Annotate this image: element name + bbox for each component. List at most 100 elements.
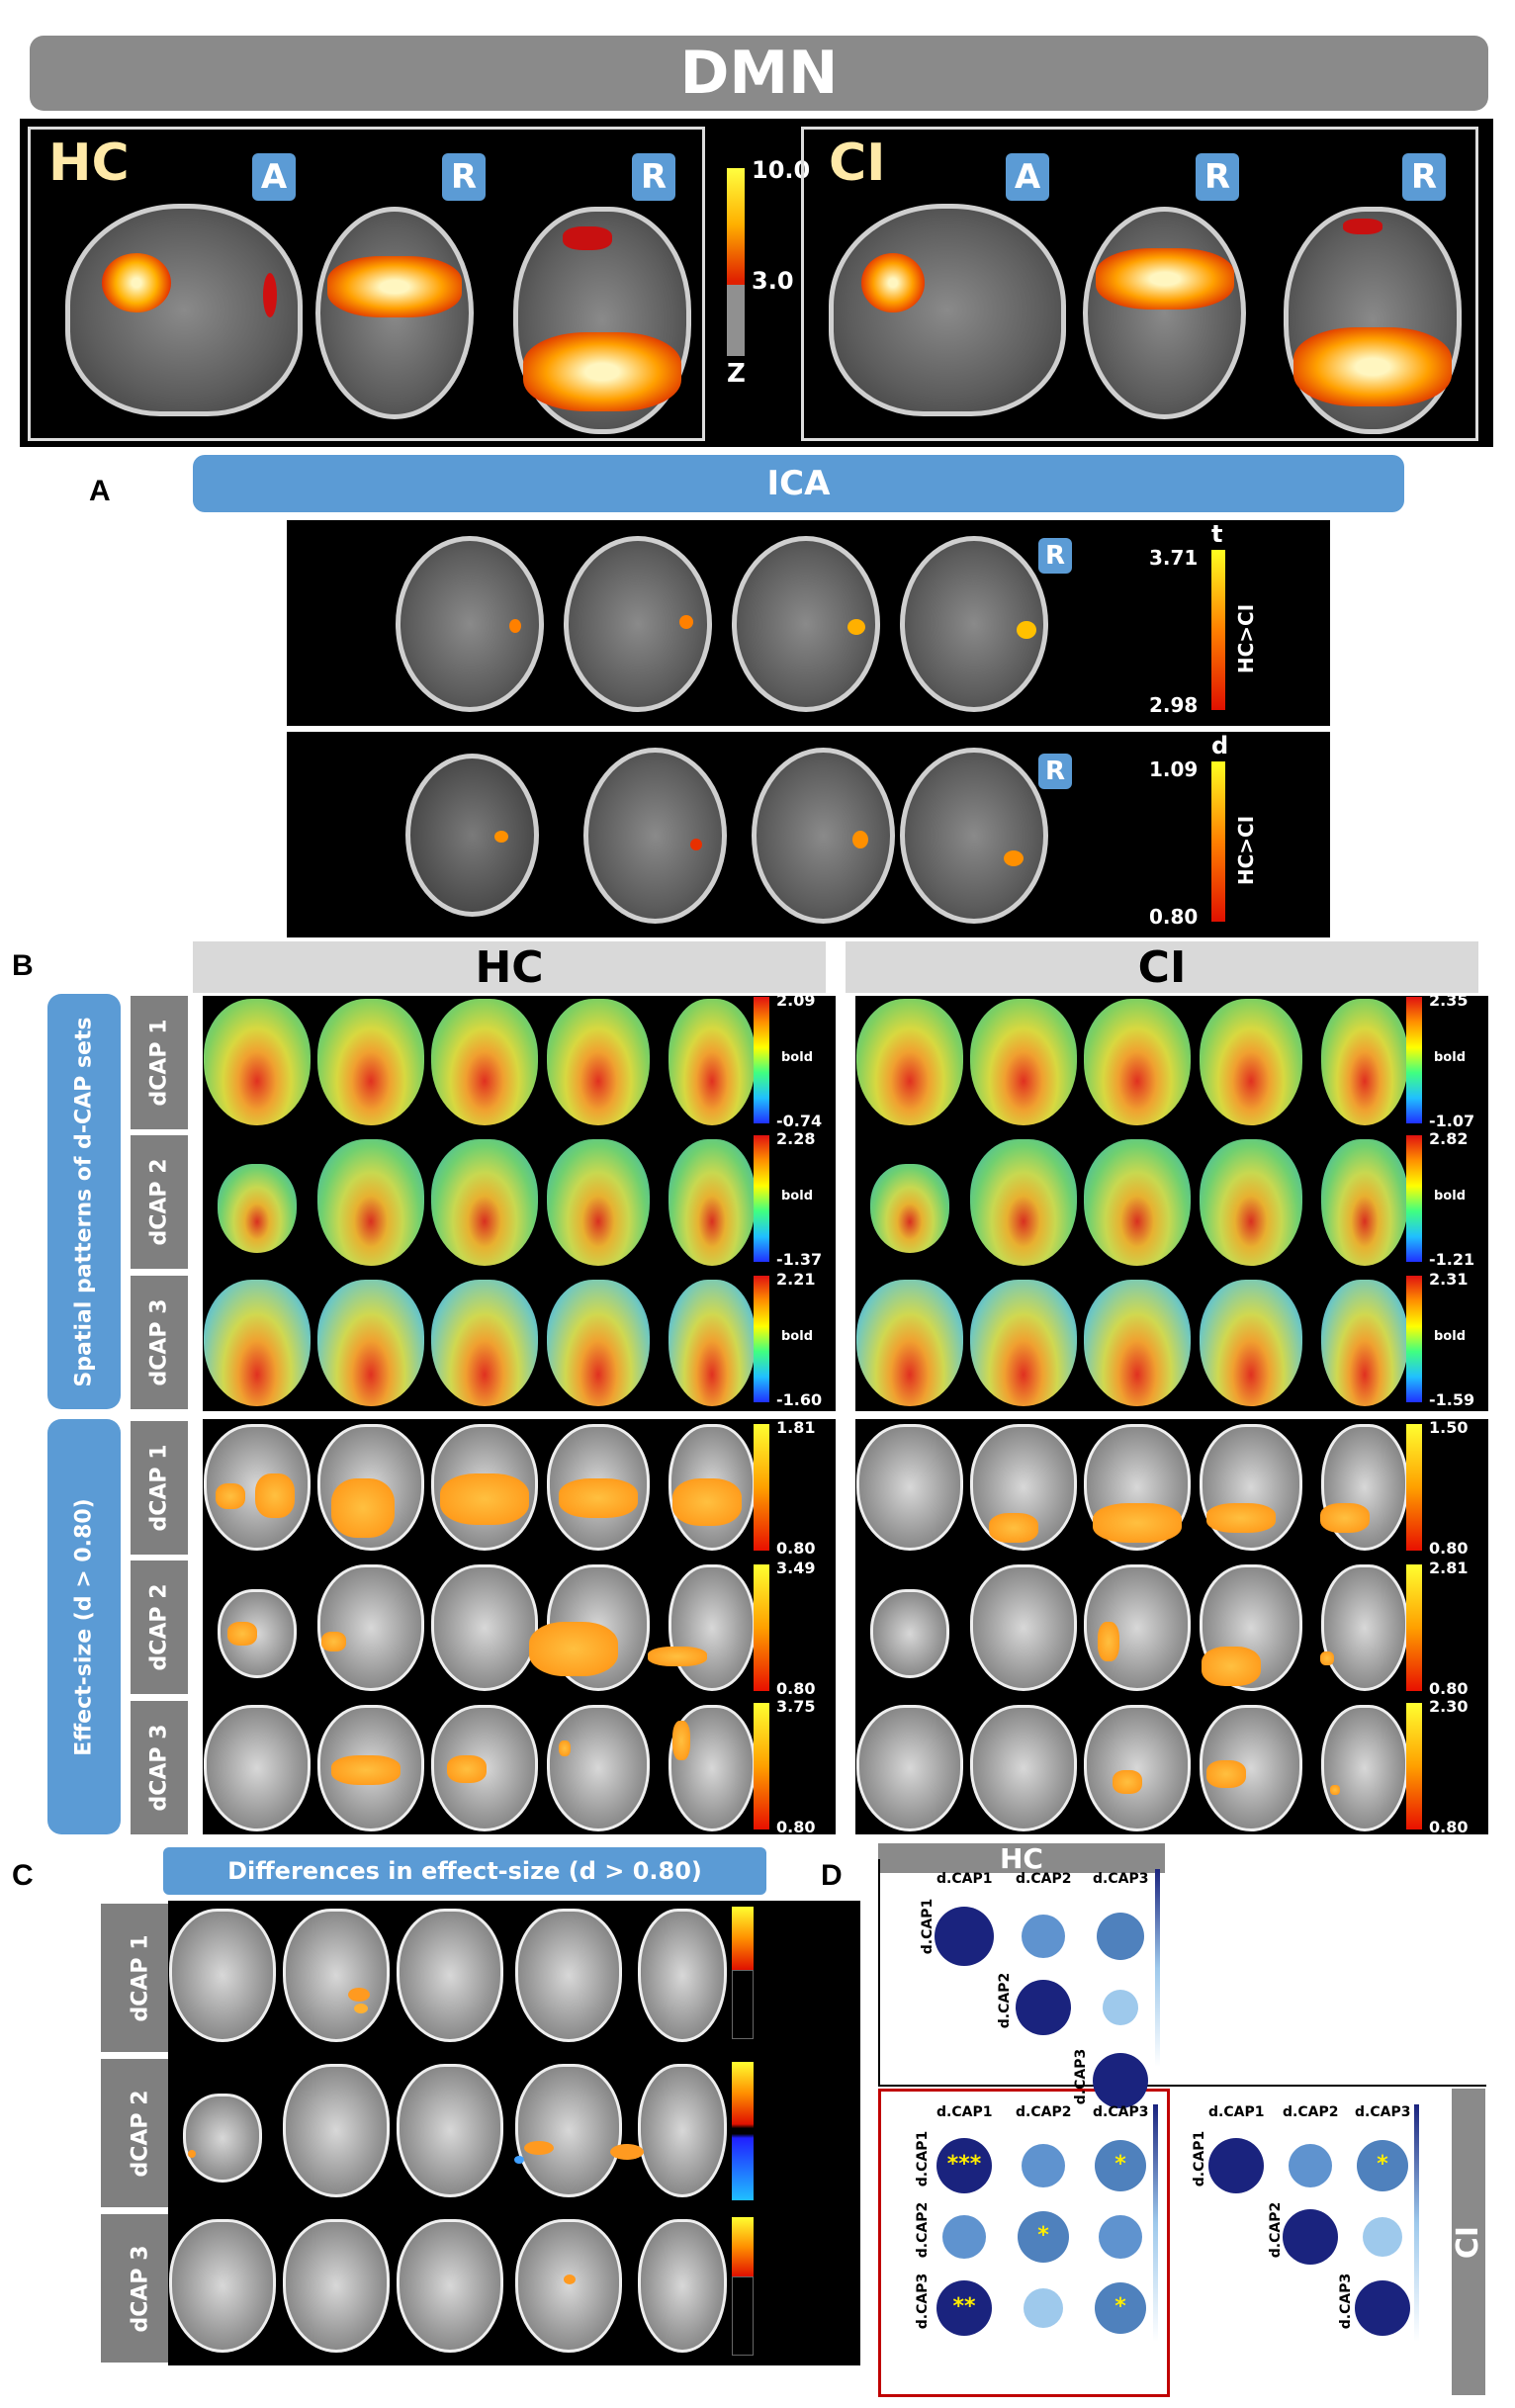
correlation-circle	[1289, 2144, 1332, 2187]
axial-brain-image	[183, 2094, 262, 2183]
hc-map-box: HC A R R	[28, 127, 705, 441]
bold-max: 2.35	[1429, 991, 1469, 1010]
matrix-label: d.CAP3	[1355, 2104, 1411, 2120]
axial-brain-image	[397, 2064, 503, 2197]
ica-row-2: R d 1.09 0.80 HC>CI	[287, 732, 1330, 937]
effect-colorbar	[754, 1424, 769, 1551]
effect-max: 3.49	[776, 1559, 816, 1577]
activation-blob	[263, 273, 277, 317]
activation-blob	[852, 831, 868, 848]
spatial-patterns-side-text: Spatial patterns of d-CAP sets	[71, 1016, 97, 1387]
activation-blob	[348, 1988, 370, 2002]
axial-brain-image	[870, 1164, 949, 1253]
dmn-maps-panel: HC A R R 10.0 3.0 Z CI A R R	[20, 119, 1493, 447]
bold-max: 2.31	[1429, 1270, 1469, 1289]
matrix-label: d.CAP3	[1093, 2104, 1149, 2120]
axial-brain-image	[1200, 1280, 1302, 1406]
significance-star: *	[1037, 2223, 1049, 2248]
matrix-colorbar	[1414, 2104, 1419, 2342]
axial-brain-image	[283, 1909, 390, 2042]
d-highlight-box	[878, 2089, 1170, 2397]
matrix-label: d.CAP2	[1016, 1871, 1072, 1887]
view-label-r: R	[442, 153, 486, 201]
effect-min: 0.80	[1429, 1679, 1469, 1698]
bold-label: bold	[781, 1050, 813, 1065]
axial-brain-image	[317, 1139, 424, 1266]
axial-brain-image	[169, 2219, 276, 2353]
activation-blob	[648, 1647, 707, 1666]
row-label-text: dCAP 3	[146, 1724, 172, 1812]
bold-min: -1.59	[1429, 1390, 1475, 1409]
axial-brain-image	[1321, 999, 1408, 1125]
bold-min: -1.37	[776, 1250, 823, 1269]
bold-min: -0.74	[776, 1112, 823, 1130]
z-colorbar	[727, 168, 745, 356]
c-colorbar-1	[732, 1907, 754, 1970]
axial-brain-image	[1200, 999, 1302, 1125]
hc-group-label: HC	[48, 134, 130, 193]
axial-brain-image	[204, 1705, 311, 1831]
correlation-circle	[936, 2138, 992, 2193]
correlation-circle	[1022, 2144, 1065, 2187]
activation-blob	[690, 839, 702, 850]
contrast-label: HC>CI	[1226, 811, 1266, 890]
activation-blob	[559, 1478, 638, 1518]
activation-blob	[1113, 1770, 1142, 1794]
activation-blob	[672, 1721, 690, 1760]
activation-blob	[989, 1513, 1038, 1543]
axial-brain-image	[317, 1564, 424, 1691]
view-label-a: A	[252, 153, 296, 201]
activation-blob	[679, 615, 693, 629]
activation-blob	[494, 831, 508, 843]
d-ci-header-text: CI	[1451, 2225, 1486, 2259]
axial-brain-image	[1200, 1139, 1302, 1266]
d-ci-header: CI	[1451, 2089, 1486, 2395]
row-label-dcap2: dCAP 2	[131, 1561, 188, 1694]
activation-blob	[1098, 1622, 1119, 1661]
correlation-circle	[1022, 1915, 1065, 1958]
d-divider-bottom	[878, 2085, 1486, 2087]
d-hc-header: HC	[878, 1841, 1165, 1875]
correlation-circle	[942, 2215, 986, 2259]
axial-brain-image	[638, 2219, 727, 2353]
bold-label: bold	[1434, 1329, 1466, 1344]
matrix-label: d.CAP2	[1016, 2104, 1072, 2120]
activation-blob	[447, 1755, 487, 1783]
activation-blob	[188, 2150, 196, 2158]
activation-blob	[524, 2141, 554, 2155]
matrix-colorbar	[1155, 1869, 1160, 2067]
c-colorbar-3-base	[732, 2276, 754, 2356]
effect-size-side-text: Effect-size (d > 0.80)	[71, 1497, 97, 1756]
bold-label: bold	[781, 1189, 813, 1204]
orientation-label-r: R	[1038, 538, 1072, 574]
bold-colorbar	[754, 997, 769, 1123]
axial-brain-image	[218, 1589, 297, 1678]
activation-blob	[331, 1755, 401, 1785]
bold-min: -1.60	[776, 1390, 823, 1409]
effect-min: 0.80	[776, 1679, 816, 1698]
coronal-brain-image	[1083, 207, 1246, 419]
effect-colorbar	[1406, 1564, 1422, 1691]
activation-blob	[1320, 1503, 1370, 1533]
correlation-circle	[1095, 2282, 1146, 2334]
correlation-circle	[936, 2280, 992, 2336]
d-hc-header-text: HC	[1000, 1841, 1043, 1875]
contrast-label: HC>CI	[1226, 599, 1266, 678]
d-stat-label: d	[1211, 732, 1229, 759]
effect-max: 2.30	[1429, 1697, 1469, 1716]
activation-blob	[847, 619, 865, 635]
row-label-text: dCAP 3	[146, 1298, 172, 1386]
row-label-text: dCAP 2	[128, 2089, 153, 2178]
axial-brain-image	[1321, 1280, 1408, 1406]
ci-group-label: CI	[829, 134, 886, 193]
row-label-text: dCAP 3	[128, 2244, 153, 2333]
effect-min: 0.80	[776, 1818, 816, 1836]
effect-min: 0.80	[776, 1539, 816, 1558]
matrix-label: d.CAP2	[997, 1972, 1014, 2029]
correlation-circle	[1093, 2053, 1148, 2108]
activation-blob	[440, 1473, 529, 1525]
matrix-label: d.CAP3	[915, 2273, 932, 2330]
bold-colorbar	[754, 1135, 769, 1262]
axial-brain-image	[668, 1564, 756, 1691]
significance-star: ***	[946, 2152, 982, 2177]
